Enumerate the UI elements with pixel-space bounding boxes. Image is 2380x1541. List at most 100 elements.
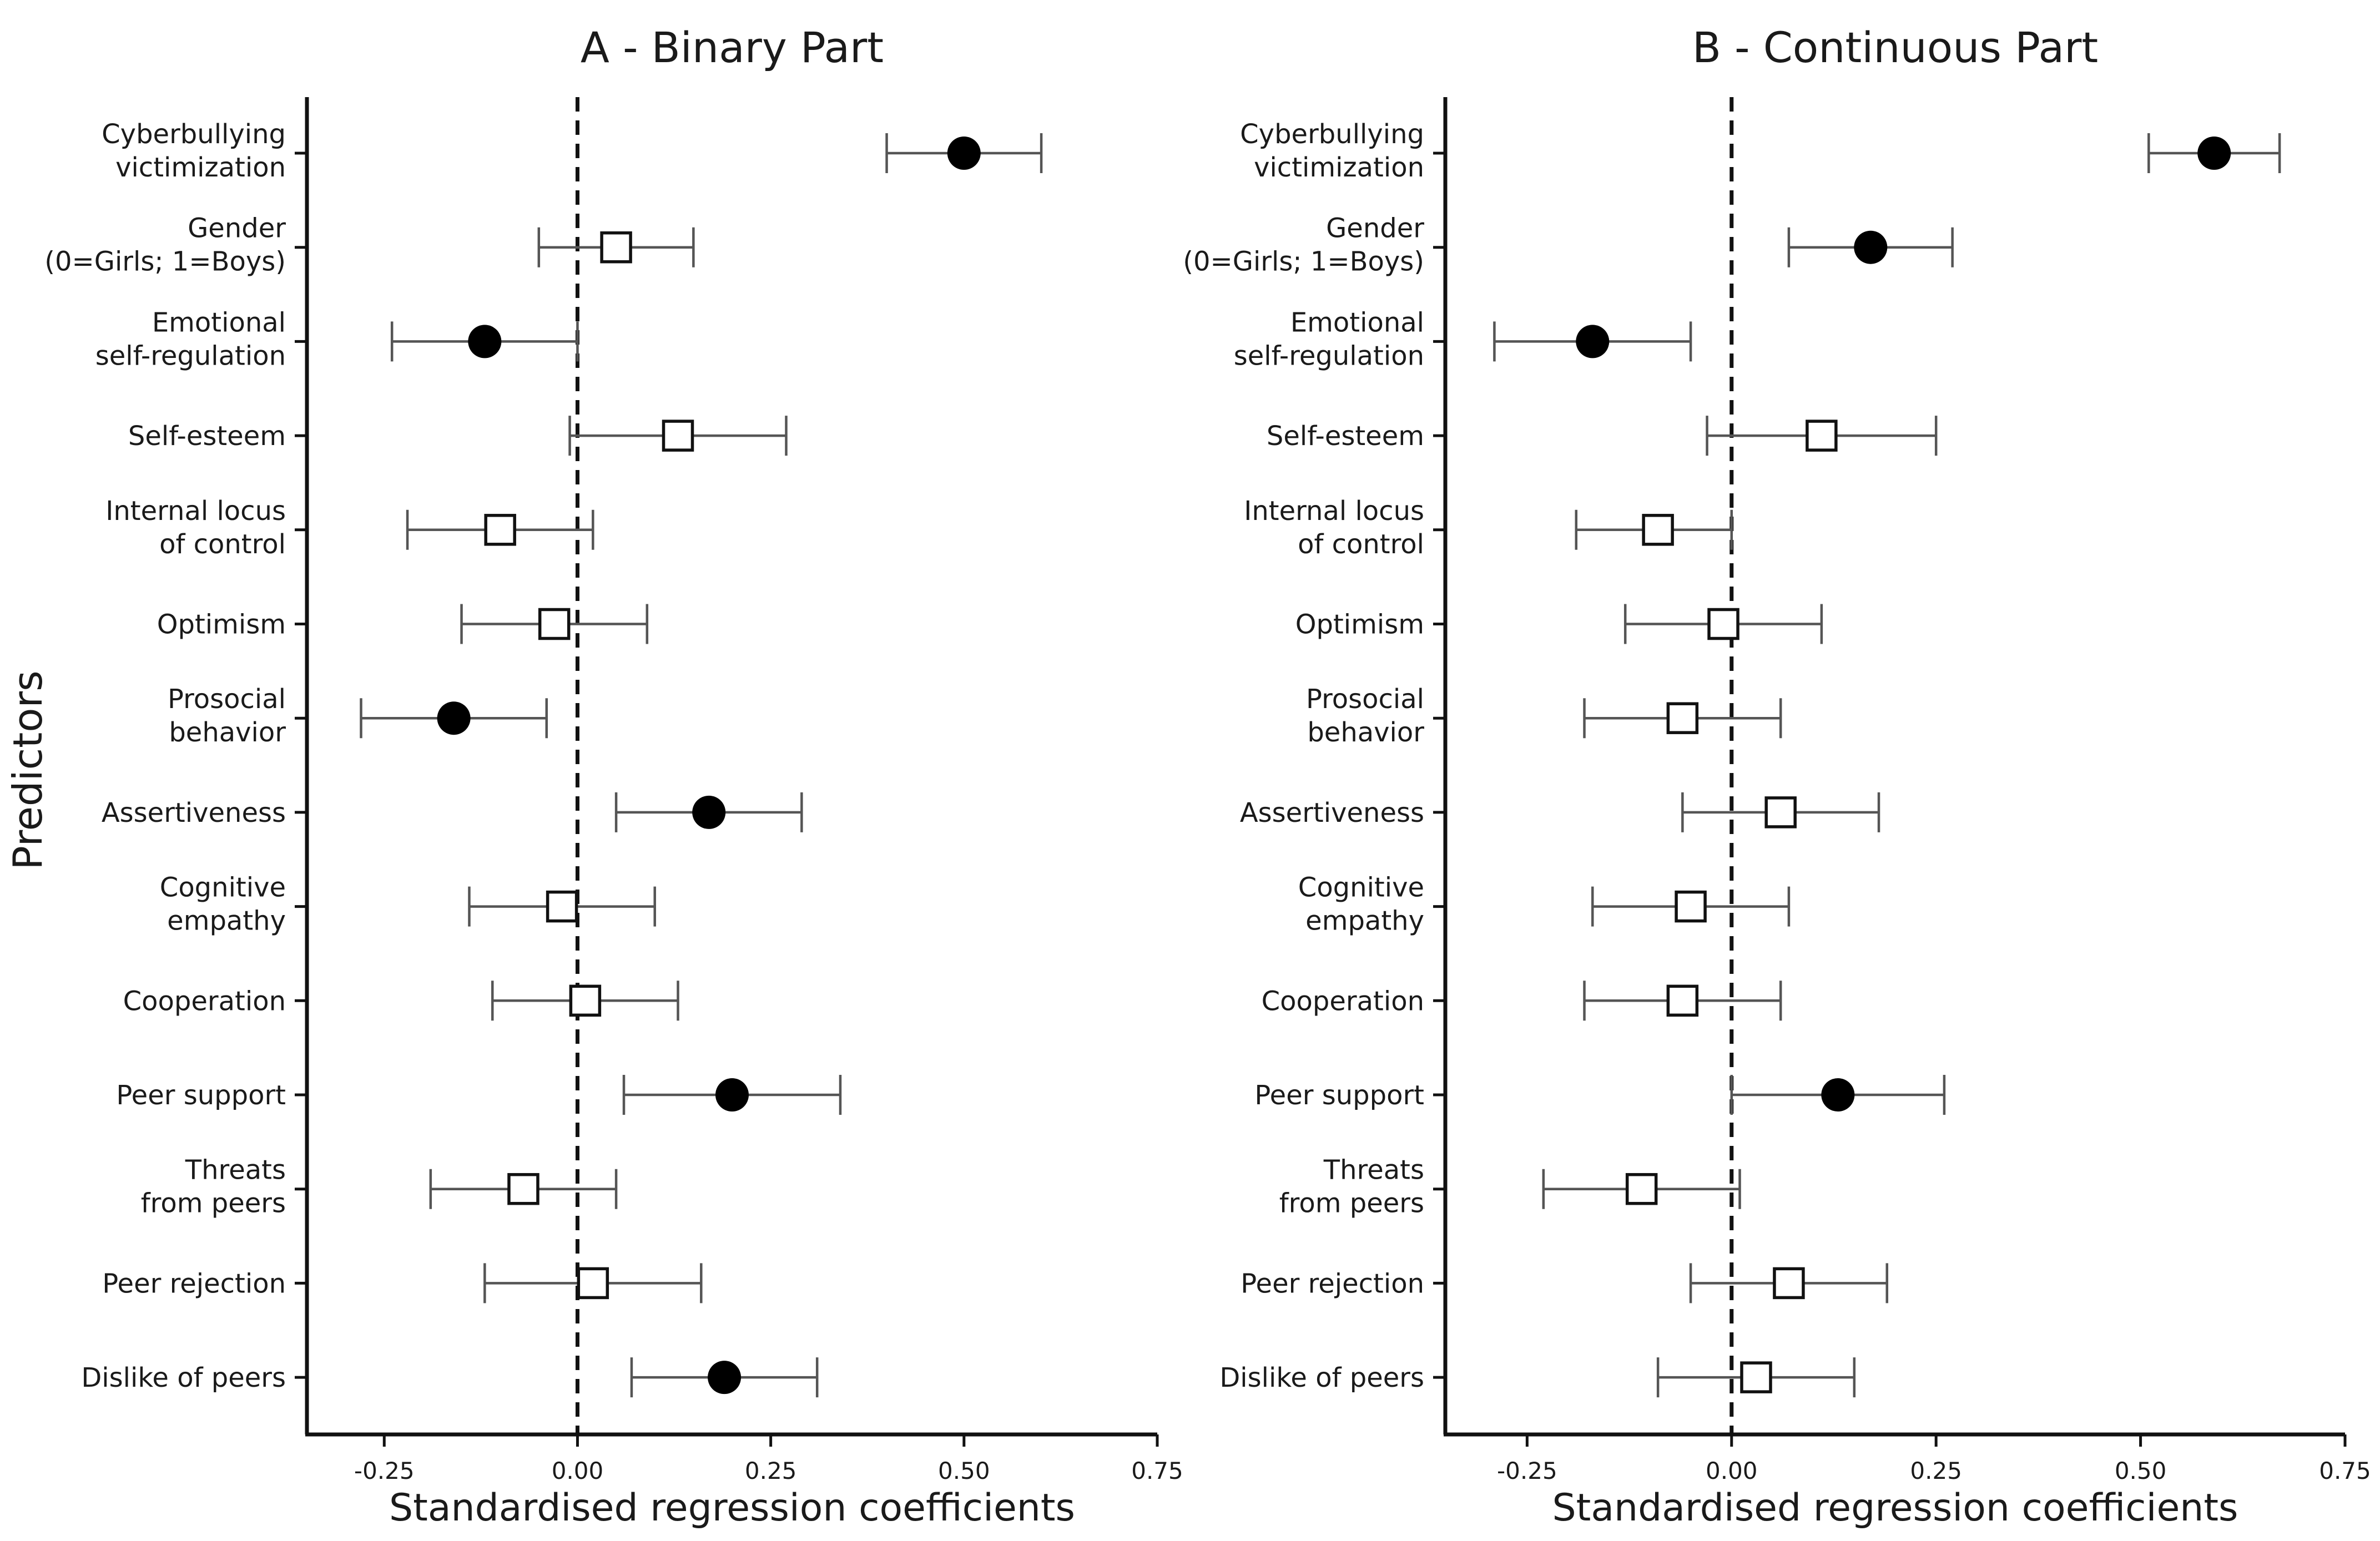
estimate-point-significant	[468, 325, 502, 358]
estimate-point-nonsignificant	[538, 608, 571, 640]
x-tick-label: 0.00	[1706, 1457, 1758, 1484]
estimate-point-significant	[692, 795, 726, 829]
x-tick-label: 0.50	[938, 1457, 990, 1484]
predictor-label-line: Dislike of peers	[81, 1362, 286, 1393]
predictor-label: Dislike of peers	[81, 1362, 286, 1393]
predictor-label: Peer rejection	[102, 1268, 286, 1299]
predictor-label-line: Internal locus	[1244, 496, 1424, 527]
estimate-point-nonsignificant	[484, 514, 516, 546]
predictor-label: Assertiveness	[102, 797, 286, 828]
predictor-label-line: empathy	[167, 906, 286, 937]
predictor-label: Self-esteem	[1267, 421, 1424, 452]
predictor-label: Peer support	[1254, 1080, 1424, 1111]
estimate-point-significant	[947, 137, 981, 170]
predictor-label-line: Cognitive	[1298, 872, 1424, 903]
predictor-label-line: Assertiveness	[102, 797, 286, 828]
estimate-point-nonsignificant	[1764, 796, 1797, 828]
predictor-label-line: victimization	[1254, 152, 1424, 183]
estimate-point-nonsignificant	[1666, 984, 1699, 1017]
estimate-point-significant	[715, 1078, 749, 1111]
predictor-label-line: of control	[159, 529, 286, 560]
predictor-label-line: Gender	[1326, 213, 1424, 244]
estimate-point-nonsignificant	[577, 1267, 609, 1300]
estimate-point-nonsignificant	[1666, 702, 1699, 734]
predictor-label-line: behavior	[1307, 717, 1424, 748]
predictor-label-line: Gender	[188, 213, 286, 244]
predictor-label: Optimism	[157, 609, 286, 640]
estimate-point-nonsignificant	[600, 231, 632, 264]
predictor-label-line: victimization	[115, 152, 286, 183]
predictor-label-line: Optimism	[1295, 609, 1424, 640]
predictor-label-line: empathy	[1305, 906, 1424, 937]
predictor-label-line: Threats	[185, 1155, 286, 1186]
estimate-point-nonsignificant	[1642, 514, 1674, 546]
predictor-label-line: Emotional	[152, 307, 286, 338]
predictor-label: Peer rejection	[1241, 1268, 1424, 1299]
estimate-point-significant	[1854, 230, 1888, 264]
predictor-label-line: Cyberbullying	[1240, 119, 1424, 150]
x-tick-label: 0.25	[1910, 1457, 1962, 1484]
predictor-label-line: Peer rejection	[102, 1268, 286, 1299]
x-tick-label: 0.00	[552, 1457, 604, 1484]
estimate-point-significant	[1821, 1078, 1855, 1111]
predictor-label-line: (0=Girls; 1=Boys)	[1183, 246, 1424, 277]
predictor-label-line: Prosocial	[168, 684, 286, 715]
predictor-label-line: from peers	[141, 1188, 286, 1219]
predictor-label-line: Cognitive	[160, 872, 286, 903]
predictor-label: Dislike of peers	[1219, 1362, 1424, 1393]
predictor-label: Assertiveness	[1240, 797, 1424, 828]
estimate-point-nonsignificant	[1625, 1173, 1658, 1205]
predictor-label: Peer support	[116, 1080, 286, 1111]
predictor-label-line: Cooperation	[1262, 986, 1424, 1017]
estimate-point-nonsignificant	[1773, 1267, 1805, 1300]
x-tick-label: 0.75	[2319, 1457, 2371, 1484]
predictor-label-line: Cyberbullying	[102, 119, 286, 150]
x-tick-label: -0.25	[354, 1457, 415, 1484]
predictor-label-line: Peer support	[116, 1080, 286, 1111]
predictor-label: Cooperation	[123, 986, 286, 1017]
estimate-point-nonsignificant	[1707, 608, 1739, 640]
predictor-label-line: Internal locus	[105, 496, 286, 527]
predictor-label-line: from peers	[1279, 1188, 1424, 1219]
estimate-point-nonsignificant	[546, 890, 578, 923]
panel-a-title: A - Binary Part	[581, 23, 884, 72]
predictor-label: Optimism	[1295, 609, 1424, 640]
y-axis-title: Predictors	[4, 670, 51, 870]
estimate-point-significant	[1576, 325, 1610, 358]
estimate-point-nonsignificant	[1740, 1361, 1772, 1393]
panel-a-x-axis-title: Standardised regression coefficients	[389, 1486, 1075, 1530]
predictor-label-line: Self-esteem	[1267, 421, 1424, 452]
predictor-label-line: Prosocial	[1306, 684, 1424, 715]
estimate-point-nonsignificant	[569, 984, 602, 1017]
estimate-point-significant	[437, 701, 471, 735]
predictor-label-line: Peer support	[1254, 1080, 1424, 1111]
estimate-point-significant	[2197, 137, 2231, 170]
panel-b-x-axis-title: Standardised regression coefficients	[1552, 1486, 2238, 1530]
x-tick-label: 0.25	[745, 1457, 797, 1484]
panel-b-title: B - Continuous Part	[1692, 23, 2098, 72]
predictor-label-line: self-regulation	[1234, 340, 1424, 371]
predictor-label-line: of control	[1298, 529, 1424, 560]
predictor-label: Gender(0=Girls; 1=Boys)	[44, 213, 286, 277]
estimate-point-nonsignificant	[1806, 420, 1838, 452]
estimate-point-nonsignificant	[507, 1173, 539, 1205]
predictor-label: Self-esteem	[128, 421, 286, 452]
estimate-point-nonsignificant	[1675, 890, 1707, 923]
predictor-label-line: Self-esteem	[128, 421, 286, 452]
x-tick-label: -0.25	[1497, 1457, 1557, 1484]
predictor-label-line: behavior	[169, 717, 286, 748]
predictor-label-line: Dislike of peers	[1219, 1362, 1424, 1393]
predictor-label-line: Cooperation	[123, 986, 286, 1017]
predictor-label-line: Peer rejection	[1241, 1268, 1424, 1299]
